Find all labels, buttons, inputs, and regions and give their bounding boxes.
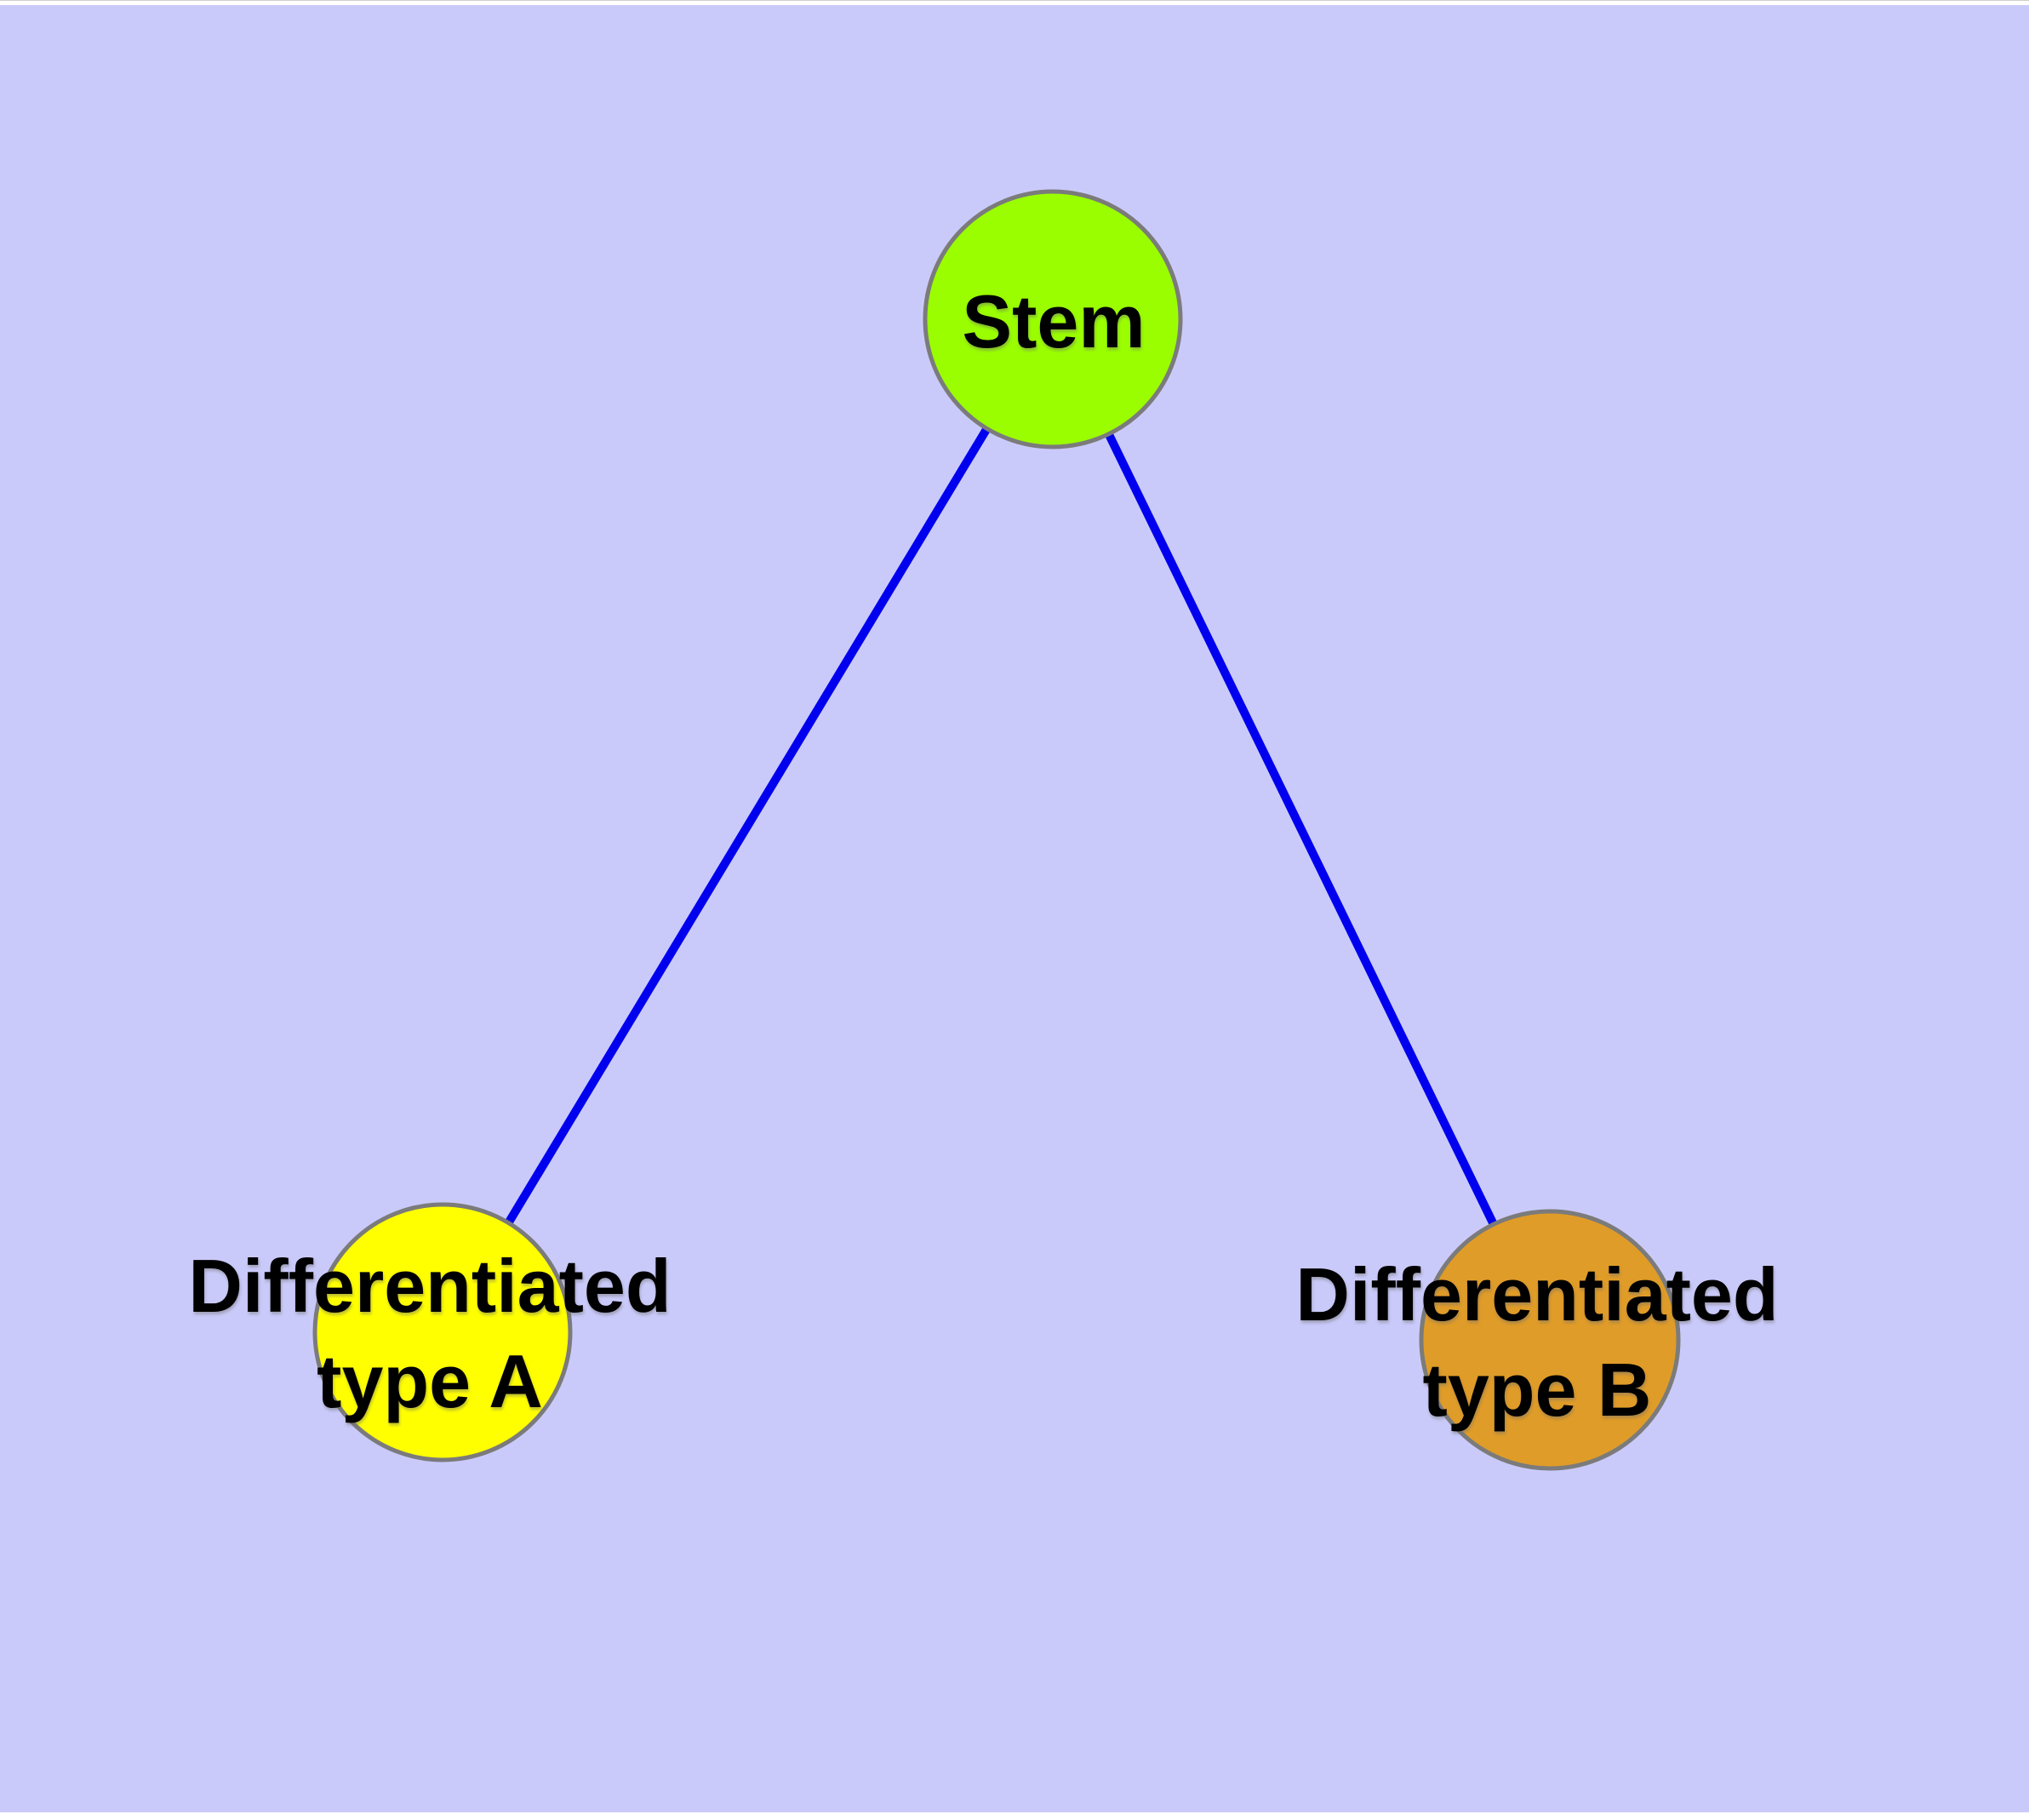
node-label-differentiated-type-b: Differentiated type B [1295, 1252, 1779, 1432]
window-top-border [0, 0, 2029, 5]
edge-stem-to-type-b [1049, 317, 1554, 1342]
node-stem [923, 189, 1183, 449]
node-differentiated-type-a [312, 1202, 573, 1462]
node-label-differentiated-type-a: Differentiated type A [188, 1244, 672, 1423]
node-differentiated-type-b [1419, 1209, 1681, 1471]
edge-stem-to-type-a [438, 317, 1057, 1335]
window-bottom-border [0, 1812, 2029, 1820]
node-label-stem: Stem [962, 279, 1146, 363]
